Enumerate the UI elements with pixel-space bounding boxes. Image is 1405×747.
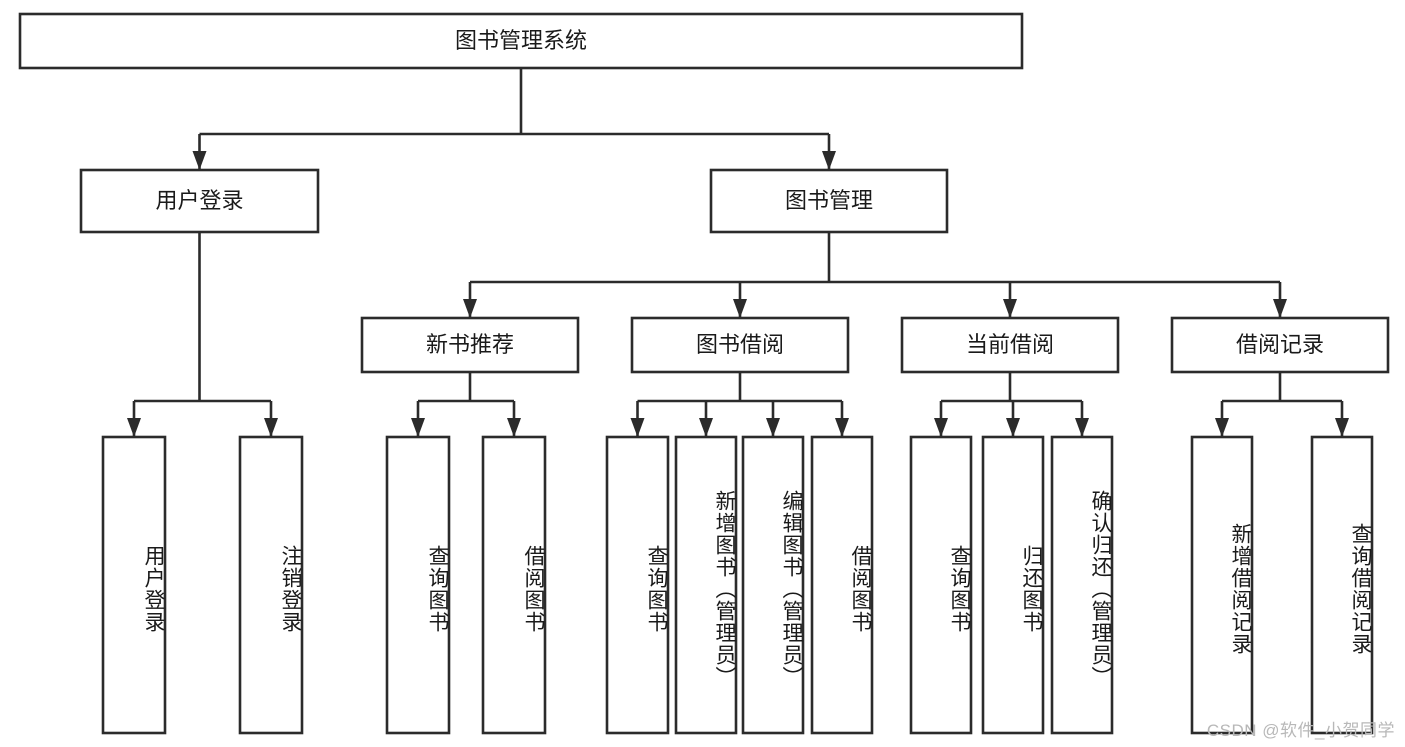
node-box-leaf-return-book[interactable]	[981, 435, 1045, 735]
node-box-new-book-recommend[interactable]	[360, 316, 580, 374]
node-box-root[interactable]	[18, 12, 1024, 70]
arrow-head-icon	[822, 151, 836, 170]
node-box-leaf-borrow-book[interactable]	[810, 435, 874, 735]
arrow-head-icon	[699, 418, 713, 437]
node-label-borrow-record: 借阅记录	[1236, 332, 1324, 357]
arrow-head-icon	[411, 418, 425, 437]
node-box-leaf-query-book-recommend[interactable]	[385, 435, 451, 735]
node-box-book-borrow[interactable]	[630, 316, 850, 374]
arrow-head-icon	[127, 418, 141, 437]
arrow-head-icon	[733, 299, 747, 318]
node-box-leaf-add-borrow-record[interactable]	[1190, 435, 1254, 735]
node-box-leaf-confirm-return-admin[interactable]	[1050, 435, 1114, 735]
arrow-head-icon	[630, 418, 645, 437]
node-box-leaf-add-book-admin[interactable]	[674, 435, 738, 735]
node-box-user-login[interactable]	[79, 168, 320, 234]
arrow-head-icon	[463, 299, 477, 318]
node-box-leaf-query-book-current[interactable]	[909, 435, 973, 735]
node-label-book-management: 图书管理	[785, 188, 873, 213]
node-box-leaf-borrow-book-recommend[interactable]	[481, 435, 547, 735]
arrow-head-icon	[1006, 418, 1020, 437]
arrow-head-icon	[1003, 299, 1017, 318]
arrow-head-icon	[264, 418, 278, 437]
node-label-root: 图书管理系统	[455, 28, 587, 53]
arrow-head-icon	[934, 418, 948, 437]
node-box-leaf-logout-login[interactable]	[238, 435, 304, 735]
node-box-leaf-query-book-borrow[interactable]	[605, 435, 670, 735]
arrow-head-icon	[1335, 418, 1349, 437]
node-box-current-borrow[interactable]	[900, 316, 1120, 374]
arrow-head-icon	[1215, 418, 1229, 437]
csdn-watermark: CSDN @软件_小贺同学	[1206, 721, 1395, 740]
node-label-user-login: 用户登录	[155, 188, 243, 213]
arrow-head-icon	[1075, 418, 1089, 437]
node-label-book-borrow: 图书借阅	[696, 332, 784, 357]
arrow-head-icon	[507, 418, 521, 437]
node-box-leaf-query-borrow-record[interactable]	[1310, 435, 1374, 735]
node-box-leaf-user-login[interactable]	[101, 435, 167, 735]
arrow-head-icon	[1273, 299, 1287, 318]
connector-layer	[127, 68, 1349, 437]
node-box-book-management[interactable]	[709, 168, 949, 234]
arrow-head-icon	[766, 418, 780, 437]
node-label-current-borrow: 当前借阅	[966, 332, 1054, 357]
arrow-head-icon	[192, 151, 207, 170]
node-box-borrow-record[interactable]	[1170, 316, 1390, 374]
arrow-head-icon	[835, 418, 849, 437]
node-label-new-book-recommend: 新书推荐	[426, 332, 514, 357]
node-box-leaf-edit-book-admin[interactable]	[741, 435, 805, 735]
node-box-layer	[18, 12, 1390, 735]
